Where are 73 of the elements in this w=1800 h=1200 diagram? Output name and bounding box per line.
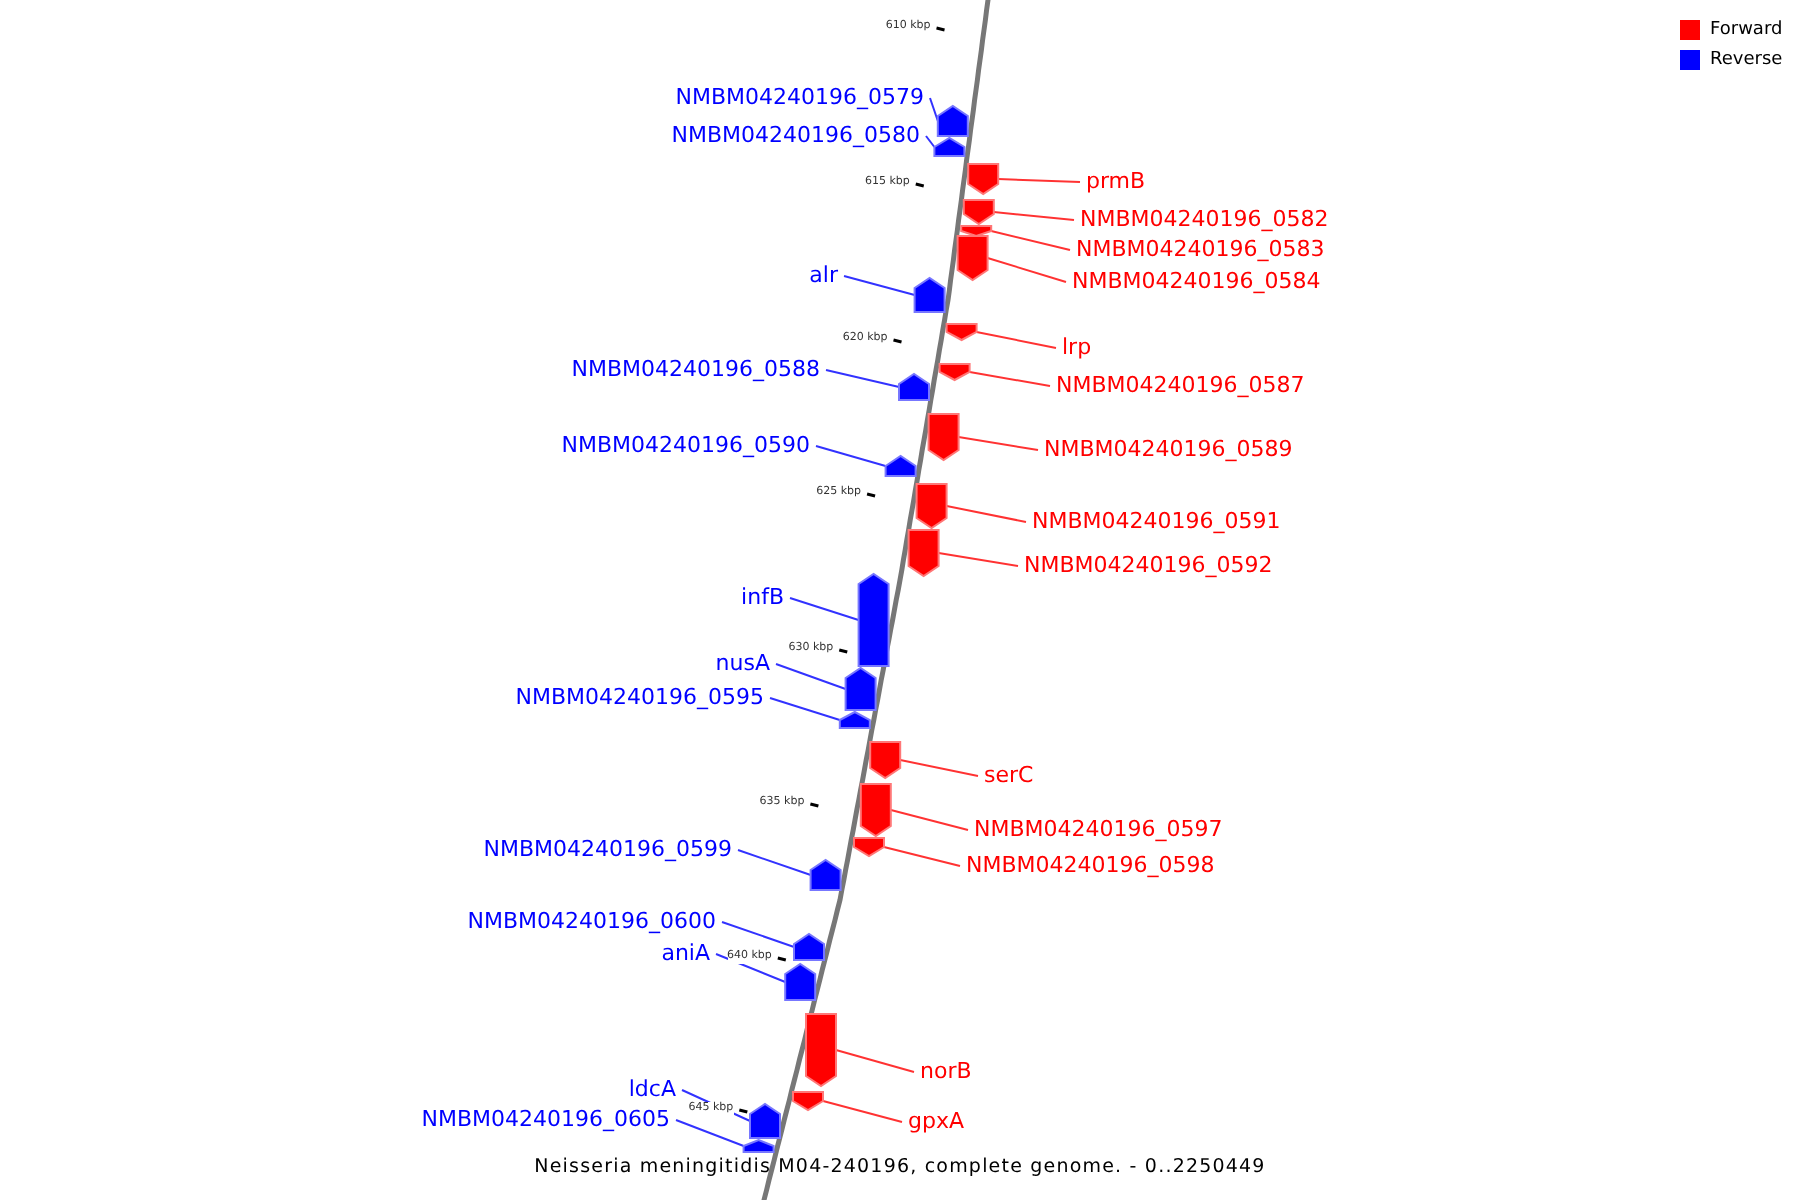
leader-line bbox=[715, 953, 787, 983]
leader-line bbox=[968, 371, 1051, 387]
gene-block bbox=[742, 1138, 775, 1153]
gene-label: NMBM04240196_0591 bbox=[1032, 508, 1281, 534]
leader-line bbox=[843, 275, 916, 296]
gene-label: NMBM04240196_0600 bbox=[467, 908, 716, 934]
gene-block bbox=[784, 962, 817, 1001]
leader-line bbox=[937, 552, 1019, 567]
caption: Neisseria meningitidis M04-240196, complete genome. - 0..2250449 bbox=[532, 1156, 1268, 1178]
leader-line bbox=[815, 445, 887, 467]
gene-block bbox=[915, 483, 948, 530]
gene-label: NMBM04240196_0587 bbox=[1056, 372, 1305, 398]
leader-line bbox=[925, 135, 936, 148]
leader-line bbox=[997, 178, 1081, 183]
gene-label: gpxA bbox=[908, 1108, 964, 1134]
leader-line bbox=[822, 1100, 903, 1123]
gene-block bbox=[907, 529, 940, 578]
leader-line bbox=[882, 846, 961, 867]
gene-label: alr bbox=[809, 262, 838, 288]
gene-block bbox=[933, 136, 966, 157]
leader-line bbox=[957, 436, 1039, 451]
gene-block bbox=[967, 163, 1000, 196]
legend-label: Reverse bbox=[1710, 50, 1783, 70]
leader-line bbox=[789, 597, 860, 621]
gene-label: ldcA bbox=[628, 1076, 676, 1102]
gene-block bbox=[793, 932, 825, 961]
gene-label: NMBM04240196_0595 bbox=[515, 684, 764, 710]
gene-label: NMBM04240196_0599 bbox=[483, 836, 732, 862]
gene-label: NMBM04240196_0583 bbox=[1076, 236, 1325, 262]
gene-block bbox=[884, 454, 917, 477]
leader-line bbox=[721, 921, 796, 948]
gene-label: lrp bbox=[1062, 334, 1092, 360]
leader-line bbox=[835, 1049, 915, 1073]
legend-label: Forward bbox=[1710, 20, 1783, 40]
gene-label: prmB bbox=[1086, 168, 1146, 194]
leader-line bbox=[945, 505, 1027, 523]
gene-block bbox=[938, 363, 971, 382]
gene-block bbox=[927, 413, 960, 462]
gene-label: infB bbox=[741, 584, 784, 610]
leader-line bbox=[769, 697, 841, 721]
gene-label: NMBM04240196_0598 bbox=[966, 852, 1215, 878]
gene-label: nusA bbox=[715, 650, 770, 676]
leader-line bbox=[675, 1119, 745, 1147]
gene-label: NMBM04240196_0580 bbox=[671, 122, 920, 148]
gene-block bbox=[792, 1091, 824, 1112]
gene-block bbox=[809, 858, 842, 891]
gene-block bbox=[869, 741, 902, 780]
leader-line bbox=[889, 809, 969, 831]
gene-label: NMBM04240196_0592 bbox=[1024, 552, 1273, 578]
leader-line bbox=[825, 369, 901, 388]
gene-label: NMBM04240196_0605 bbox=[421, 1106, 670, 1132]
gene-label: norB bbox=[920, 1058, 972, 1084]
gene-label: serC bbox=[984, 762, 1034, 788]
gene-label: NMBM04240196_0597 bbox=[974, 816, 1223, 842]
gene-label: NMBM04240196_0582 bbox=[1080, 206, 1329, 232]
gene-block bbox=[898, 372, 930, 401]
gene-block bbox=[936, 104, 969, 137]
gene-label: NMBM04240196_0588 bbox=[571, 356, 820, 382]
gene-label: NMBM04240196_0584 bbox=[1072, 268, 1321, 294]
leader-line bbox=[929, 97, 939, 122]
leader-line bbox=[990, 230, 1071, 251]
leader-line bbox=[899, 759, 979, 777]
leader-line bbox=[737, 849, 812, 876]
gene-label: NMBM04240196_0590 bbox=[561, 432, 810, 458]
gene-label: NMBM04240196_0589 bbox=[1044, 436, 1293, 462]
leader-line bbox=[975, 331, 1057, 349]
gene-label: aniA bbox=[661, 940, 710, 966]
gene-block bbox=[913, 276, 946, 313]
gene-label: NMBM04240196_0579 bbox=[675, 84, 924, 110]
gene-block bbox=[945, 323, 978, 342]
leader-line bbox=[775, 663, 847, 690]
leader-line bbox=[986, 257, 1067, 283]
leader-line bbox=[992, 211, 1075, 221]
